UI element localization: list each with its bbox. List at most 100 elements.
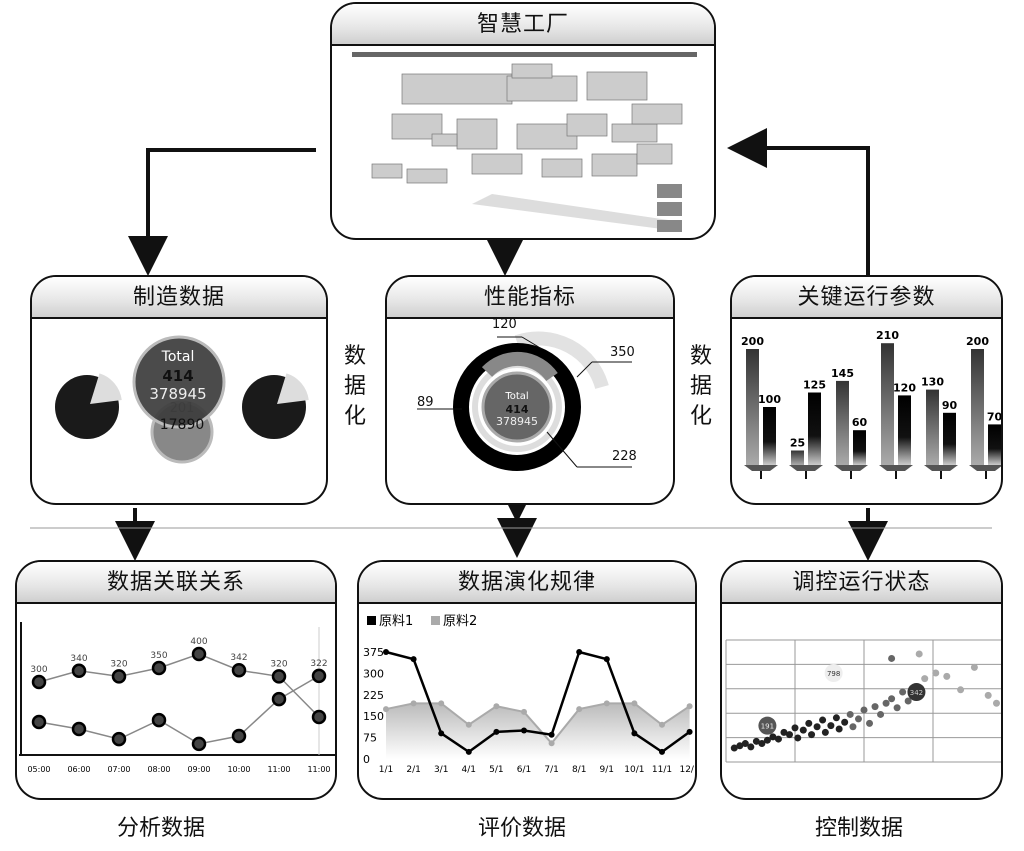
- sub-bubble-value: 17890: [159, 417, 205, 433]
- panel-title: 制造数据: [32, 277, 326, 319]
- data-point: [465, 721, 472, 728]
- arrow-factory-to-manufacturing: [128, 148, 316, 276]
- data-point: [465, 748, 472, 755]
- total-count: 414: [505, 403, 529, 416]
- scatter-point: [758, 740, 766, 748]
- data-label: 340: [70, 654, 87, 664]
- area-fill: [386, 703, 690, 759]
- scatter-point: [730, 744, 738, 752]
- pie-slice-light: [277, 373, 309, 404]
- legend-label: 原料1: [379, 614, 413, 629]
- data-point: [521, 708, 527, 715]
- data-point: [659, 748, 665, 755]
- datafication-label-right: 数据化: [689, 344, 712, 429]
- x-tick-label: 3/1: [434, 765, 448, 775]
- scatter-point: [791, 724, 799, 732]
- data-point: [548, 740, 555, 747]
- scatter-point: [860, 706, 868, 714]
- data-point: [191, 736, 207, 752]
- map-pin-marker: [758, 716, 777, 735]
- scatter-point: [854, 715, 862, 723]
- callout-228: 228: [612, 449, 637, 464]
- data-label: 342: [230, 653, 247, 663]
- data-point: [31, 674, 47, 690]
- scatter-point: [871, 703, 879, 711]
- scatter-point: [992, 699, 1000, 707]
- bar: [881, 343, 894, 465]
- y-tick-label: 225: [363, 689, 384, 702]
- bar: [808, 392, 821, 465]
- scatter-point: [888, 654, 896, 662]
- caption-evaluation-data: 评价数据: [478, 816, 567, 841]
- bar-value-label: 100: [758, 393, 781, 406]
- x-tick-label: 12/1: [679, 765, 697, 775]
- scatter-point: [741, 740, 749, 748]
- scatter-point: [808, 731, 816, 739]
- data-point: [111, 731, 127, 747]
- scatter-point: [799, 726, 807, 734]
- map-pin-marker: [907, 683, 926, 702]
- bar-value-label: 200: [966, 335, 989, 348]
- scatter-point: [877, 710, 885, 718]
- caption-analysis-data: 分析数据: [117, 816, 206, 841]
- x-tick-label: 7/1: [544, 765, 558, 775]
- bar: [791, 450, 804, 465]
- total-label: Total: [505, 391, 529, 402]
- panel-title: 数据演化规律: [359, 562, 695, 604]
- scatter-point: [805, 719, 813, 727]
- x-tick-label: 5/1: [489, 765, 503, 775]
- scatter-point: [915, 650, 923, 658]
- sub-bubble-count: 201: [169, 401, 195, 416]
- scatter-point: [882, 699, 890, 707]
- y-tick-label: 300: [363, 667, 384, 680]
- callout-120: 120: [492, 317, 517, 332]
- data-point: [631, 730, 638, 737]
- data-point: [410, 700, 417, 707]
- scatter-point: [921, 675, 929, 683]
- data-point: [111, 669, 127, 684]
- scatter-point: [846, 710, 854, 718]
- legend-swatch: [367, 616, 376, 625]
- bubble-label: Total: [161, 349, 195, 365]
- data-point: [438, 700, 445, 707]
- data-point: [603, 700, 610, 707]
- bar: [898, 395, 911, 465]
- scatter-point: [904, 697, 912, 705]
- scatter-point: [752, 737, 760, 745]
- scatter-point: [835, 725, 843, 733]
- scatter-point: [893, 704, 901, 712]
- data-point: [383, 649, 389, 655]
- panel-title: 关键运行参数: [732, 277, 1001, 319]
- bar: [763, 407, 776, 465]
- data-point: [493, 703, 500, 710]
- bubble-count: 414: [162, 367, 194, 385]
- data-point: [271, 669, 287, 684]
- scatter-point: [747, 743, 755, 751]
- bar: [746, 349, 759, 465]
- x-tick-label: 11/1: [652, 765, 672, 775]
- y-tick-label: 375: [363, 646, 384, 659]
- y-tick-label: 150: [363, 710, 384, 723]
- data-point: [311, 668, 327, 684]
- data-point: [231, 662, 247, 678]
- bar-value-label: 145: [831, 367, 854, 380]
- bar-base: [789, 465, 823, 471]
- panel-title: 智慧工厂: [332, 4, 714, 46]
- scatter-point: [899, 688, 907, 696]
- datafication-label-left: 数据化: [343, 344, 366, 429]
- x-tick-label: 11:00: [267, 765, 290, 774]
- bar-value-label: 90: [942, 399, 958, 412]
- marker-label: 798: [827, 670, 840, 678]
- data-point: [71, 663, 87, 679]
- bar-base: [744, 465, 778, 471]
- bar-base: [924, 465, 958, 471]
- bar-value-label: 210: [876, 329, 899, 342]
- data-point: [576, 706, 583, 713]
- data-label: 300: [30, 665, 47, 675]
